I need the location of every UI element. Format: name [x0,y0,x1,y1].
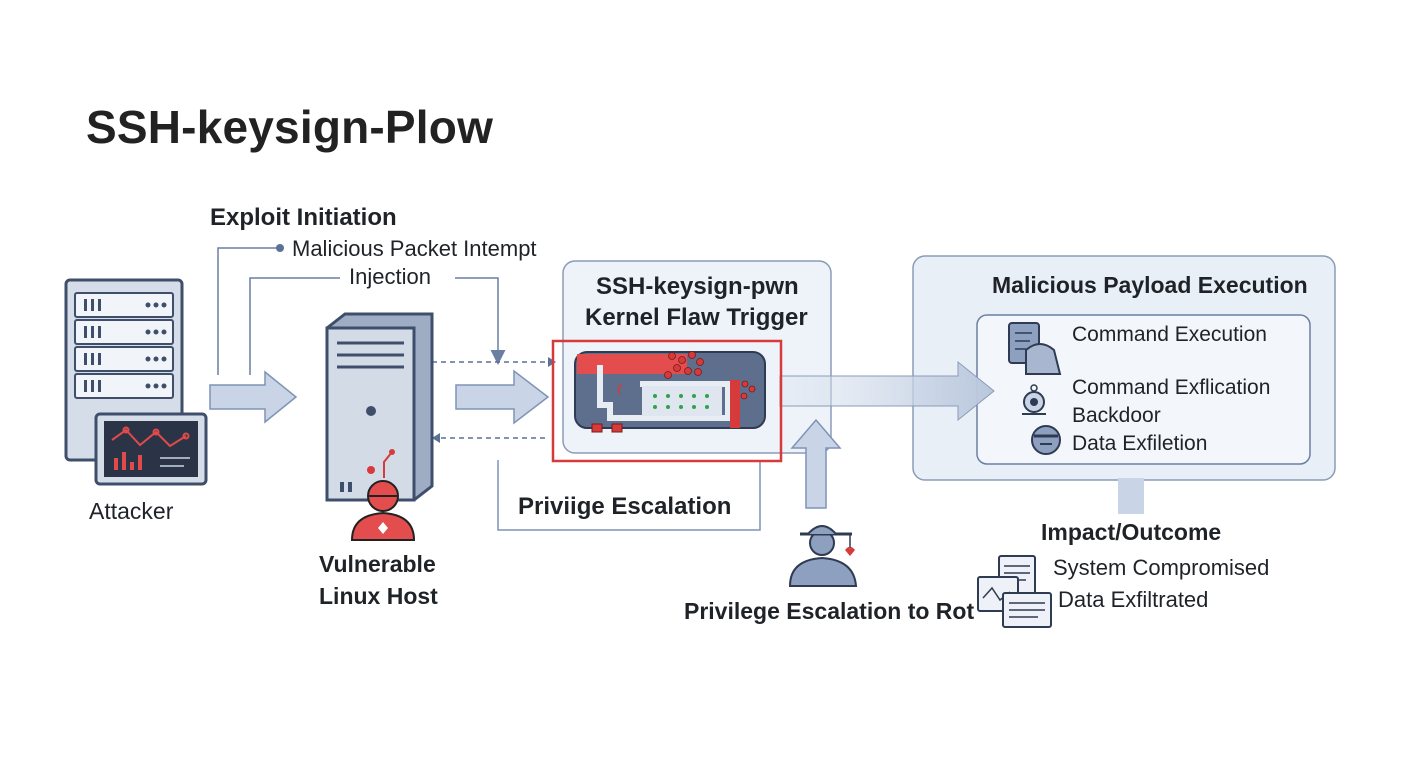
kernel-title-line1: SSH-keysign-pwn [596,273,799,300]
payload-item-backdoor: Backdoor [1072,404,1161,427]
block-arrows [209,369,842,509]
payload-item-command-exflication: Command Exflication [1072,376,1271,399]
arrow-up-escalation [790,418,842,509]
root-user-icon [788,525,858,587]
command-execution-icon [1008,322,1062,375]
attacker-monitor-icon [94,412,208,486]
host-label-line2: Linux Host [319,583,438,609]
privilege-bracket [497,460,761,531]
payload-item-command-execution: Command Execution [1072,323,1267,346]
payload-item-data-exfiletion: Data Exfiletion [1072,432,1208,455]
attacker-server-icon [64,278,184,462]
privilege-escalation-label: Priviige Escalation [518,493,732,520]
payload-impact-connector [1118,478,1144,514]
step-dot [276,244,284,252]
exploit-connectors [217,247,506,375]
host-label-line1: Vulnerable [319,551,436,577]
page-title: SSH-keysign-Plow [86,101,494,153]
arrow-attacker-to-host [209,370,298,424]
kernel-circuit-icon [551,339,783,463]
attacker-label: Attacker [89,498,174,524]
arrow-host-to-kernel [455,369,550,425]
linux-host-tower-icon [325,312,434,502]
privilege-root-label: Privilege Escalation to Rot [684,598,975,624]
kernel-title-line2: Kernel Flaw Trigger [585,304,808,331]
exfiltration-gear-icon [1022,384,1046,415]
impact-documents-icon [977,555,1052,628]
arrow-kernel-to-payload [779,360,995,422]
impact-item-data-exfiltrated: Data Exfiltrated [1058,587,1209,612]
exploit-step-packet: Malicious Packet Intempt [292,236,537,261]
data-exfiltration-icon [1031,425,1061,455]
impact-heading: Impact/Outcome [1041,519,1222,545]
payload-heading: Malicious Payload Execution [992,272,1308,298]
exploit-step-injection: Injection [349,264,431,289]
compromised-user-icon [350,449,416,541]
impact-item-system-compromised: System Compromised [1053,555,1270,580]
exploit-initiation-heading: Exploit Initiation [210,204,397,231]
host-kernel-dashed [432,361,548,439]
